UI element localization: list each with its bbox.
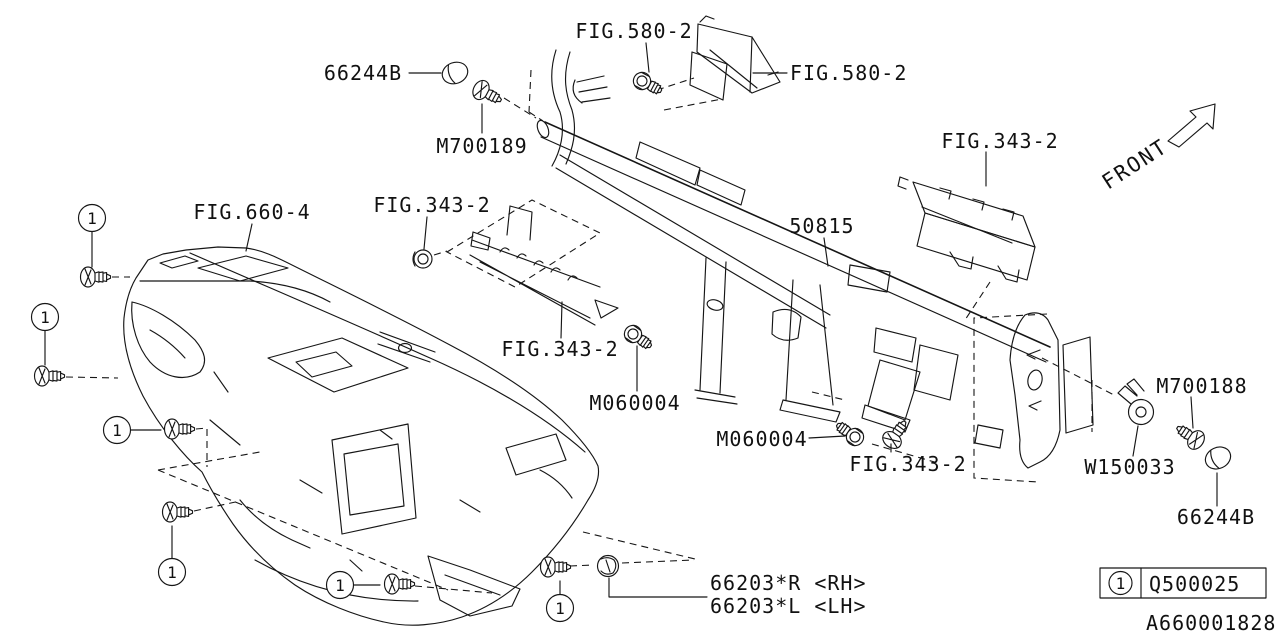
cowl-bracket	[551, 49, 746, 206]
bolt-m060004-left-icon	[620, 321, 657, 355]
label-50815: 50815	[789, 214, 854, 238]
damper-w150033-icon	[1117, 378, 1155, 426]
front-arrow: FRONT	[1098, 103, 1216, 194]
screw-icon	[79, 266, 112, 288]
callout-1: 1	[325, 570, 493, 600]
callout-number: 1	[555, 599, 565, 618]
callout-number: 1	[335, 576, 345, 595]
steering-beam	[536, 119, 1051, 363]
label-m060004-right: M060004	[716, 427, 807, 451]
center-support-bracket	[694, 257, 891, 423]
label-fig343-nut: FIG.343-2	[373, 193, 490, 217]
label-fig343-airbag: FIG.343-2	[941, 129, 1058, 153]
callout-1: 1	[102, 415, 208, 467]
legend-box: 1 Q500025	[1099, 567, 1267, 599]
front-label: FRONT	[1098, 134, 1172, 194]
airbag-module	[897, 176, 1036, 283]
label-fig580-top: FIG.580-2	[575, 19, 692, 43]
dashed-projection-lines	[157, 69, 1117, 591]
label-fig343-screw: FIG.343-2	[849, 452, 966, 476]
screw-fig343-icon	[878, 415, 914, 453]
defroster-duct	[445, 199, 619, 326]
callout-number: 1	[112, 421, 122, 440]
callout-number: 1	[87, 209, 97, 228]
doc-number: A660001828	[1146, 611, 1276, 635]
instrument-panel	[123, 246, 600, 626]
label-66203-lh: 66203*L <LH>	[710, 594, 867, 618]
label-fig580-right: FIG.580-2	[790, 61, 907, 85]
label-m060004-left: M060004	[589, 391, 680, 415]
label-w150033: W150033	[1084, 455, 1175, 479]
callout-1: 1	[545, 564, 595, 623]
label-fig660: FIG.660-4	[193, 200, 310, 224]
nut-fig343-icon	[412, 249, 433, 269]
screw-m700189-icon	[469, 77, 507, 110]
callout-number: 1	[167, 563, 177, 582]
leader-lines	[245, 42, 1218, 598]
bolt-fig580-icon	[629, 68, 666, 100]
label-66244b-right: 66244B	[1177, 505, 1255, 529]
label-66203-rh: 66203*R <RH>	[710, 571, 867, 595]
grommet-66244b-right-icon	[1201, 442, 1235, 474]
grommet-66244b-top-icon	[438, 58, 472, 88]
screw-m700188-icon	[1171, 418, 1209, 454]
callout-1: 1	[157, 500, 241, 587]
legend-callout-number: 1	[1116, 574, 1126, 593]
end-bracket	[973, 312, 1094, 483]
callout-1: 1	[30, 302, 119, 379]
label-m700189: M700189	[436, 134, 527, 158]
callout-number: 1	[40, 308, 50, 327]
callout-1: 1	[77, 203, 130, 278]
screw-icon	[163, 418, 196, 440]
bolt-m060004-right-icon	[831, 416, 868, 450]
screw-icon	[161, 501, 194, 523]
clip-66203-icon	[596, 554, 620, 578]
label-66244b-top: 66244B	[324, 61, 402, 85]
screw-icon	[33, 365, 66, 387]
ecu-module	[689, 15, 781, 101]
knee-bracket	[861, 327, 959, 433]
label-m700188: M700188	[1156, 374, 1247, 398]
lower-beam-stub	[377, 331, 436, 363]
label-fig343-duct: FIG.343-2	[501, 337, 618, 361]
screw-icon	[383, 573, 416, 595]
screw-icon	[539, 556, 572, 578]
legend-part-number: Q500025	[1149, 572, 1240, 596]
